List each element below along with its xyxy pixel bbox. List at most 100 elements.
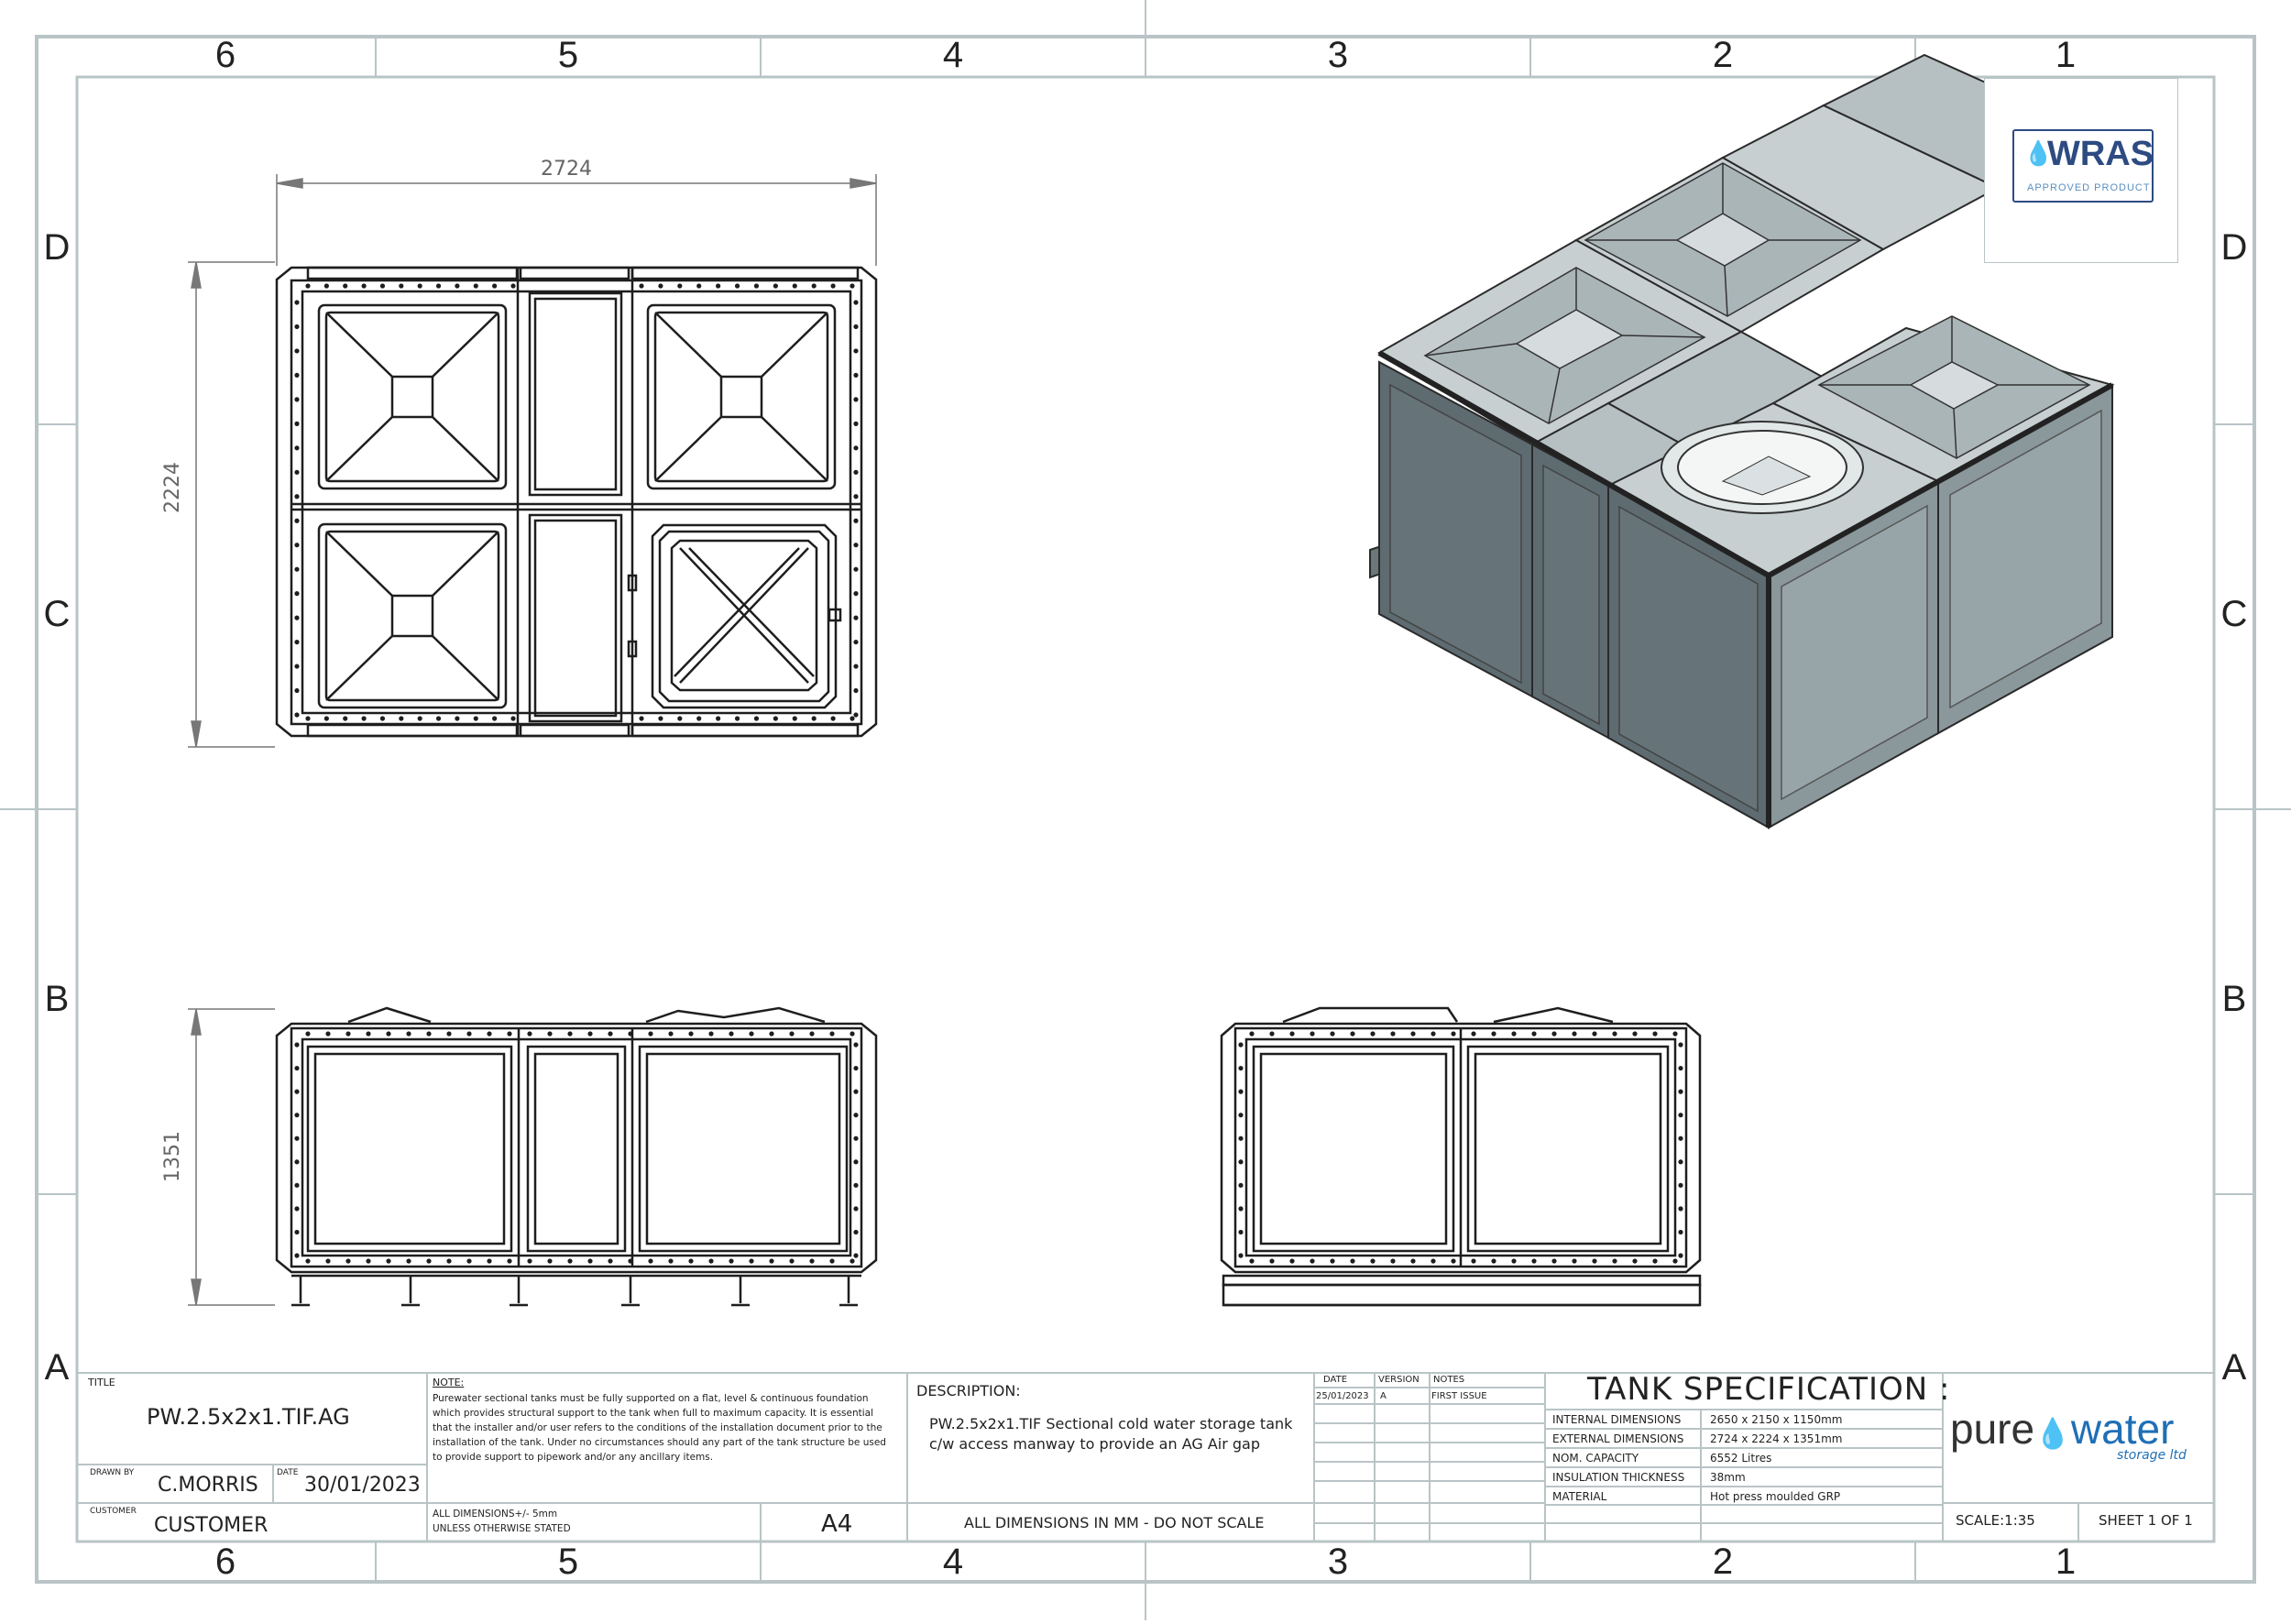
rev-row-date: 25/01/2023 [1316,1391,1369,1401]
bolt [853,1159,859,1165]
bolt [809,1031,815,1037]
bolt [510,283,516,289]
bolt [811,716,817,721]
bolt [1632,1258,1638,1264]
bolt [547,1258,553,1264]
spec-value: 2650 x 2150 x 1150mm [1710,1413,1843,1426]
bolt [294,1206,300,1212]
bolt [853,1136,859,1141]
zone-col-5: 5 [557,35,579,75]
bolt [1238,1206,1244,1212]
rev-header-version: VERSION [1378,1375,1420,1385]
bolt [628,1031,633,1037]
zone-col-4-bottom: 4 [942,1542,964,1582]
bolt [853,615,859,620]
zone-col-6-bottom: 6 [214,1542,236,1582]
bolt [379,716,386,721]
bolt [1471,1258,1476,1264]
customer-label: CUSTOMER [90,1507,137,1516]
bolt [492,283,498,289]
bolt [294,372,300,379]
wras-logo: 💧 WRAS APPROVED PRODUCT [1984,78,2178,263]
bolt [507,1258,512,1264]
bolt [1511,1031,1517,1037]
bolt [734,716,740,721]
bolt [294,1113,300,1118]
bolt [1672,1031,1678,1037]
bolt [1431,1031,1436,1037]
zone-col-2-bottom: 2 [1712,1542,1734,1582]
bolt [406,1258,411,1264]
bolt [850,283,855,289]
bolt [1451,1031,1456,1037]
note-line: to provide support to pipework and/or an… [433,1452,714,1463]
rev-header-date: DATE [1323,1375,1348,1385]
bolt [853,687,859,694]
bolt [1612,1031,1617,1037]
bolt [1410,1031,1416,1037]
dim-label-depth: 2224 [161,462,184,513]
bolt [1350,1258,1355,1264]
bolt [399,283,404,289]
bolt [716,283,721,289]
bolt [446,1031,452,1037]
bolt [1678,1229,1683,1235]
zone-row-d-right: D [2220,227,2248,268]
bolt [853,1065,859,1071]
zone-row-b-right: B [2221,979,2247,1019]
bolt [1269,1258,1275,1264]
title-block-grid [76,1372,2215,1542]
bolt [1310,1258,1315,1264]
date-label: DATE [277,1468,299,1477]
rev-row-version: A [1380,1391,1387,1401]
bolt [426,1031,432,1037]
bolt [1531,1031,1537,1037]
bolt [853,566,859,572]
bolt [294,421,300,426]
bolt [749,1258,754,1264]
bolt [305,283,311,289]
bolt [829,1031,835,1037]
bolt [853,1206,859,1212]
dim-label-height: 1351 [161,1131,184,1182]
bolt [1238,1089,1244,1094]
bolt [830,716,836,721]
zone-row-c-right: C [2220,594,2248,634]
bolt [1390,1031,1396,1037]
bolt [1431,1258,1436,1264]
bolt [688,1031,694,1037]
bolt [850,1031,855,1037]
date-value: 30/01/2023 [304,1474,421,1497]
bolt [1652,1258,1658,1264]
manway-br [627,523,842,709]
bolt [455,716,460,721]
bolt [406,1031,411,1037]
bolt [853,639,859,645]
bolt [294,397,300,402]
bolt [473,716,478,721]
water-drop-icon: 💧 [2023,140,2054,168]
note-line: Purewater sectional tanks must be fully … [433,1393,869,1404]
bolt [527,1258,532,1264]
bolt [769,1258,774,1264]
bolt [487,1258,492,1264]
roof-panel-bl [317,522,508,709]
bolt [487,1031,492,1037]
description-line-2: c/w access manway to provide an AG Air g… [929,1435,1261,1453]
sheet-size: A4 [821,1510,853,1538]
bolt [386,1031,391,1037]
bolt [648,1031,653,1037]
bolt [343,283,348,289]
bolt [716,716,721,721]
bolt [853,324,859,330]
bolt [1678,1113,1683,1118]
bolt [305,716,311,721]
bolt [639,716,644,721]
bolt [853,1113,859,1118]
brand-logo: pure💧water [1950,1404,2174,1454]
bolt [1672,1258,1678,1264]
bolt [527,1031,532,1037]
bolt [435,716,442,721]
